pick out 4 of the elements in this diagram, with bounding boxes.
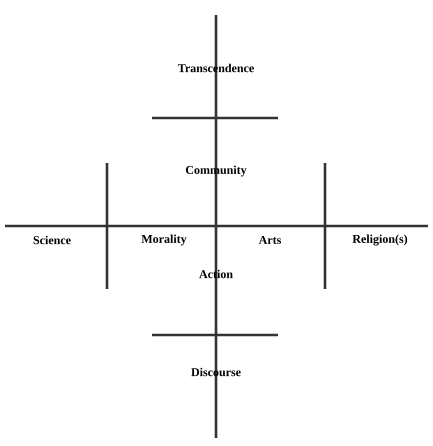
axis-label: Morality [142,234,187,246]
axis-label: Science [34,236,71,244]
axis-label: Religion(s) [352,234,408,246]
axis-label: Arts [258,236,282,244]
